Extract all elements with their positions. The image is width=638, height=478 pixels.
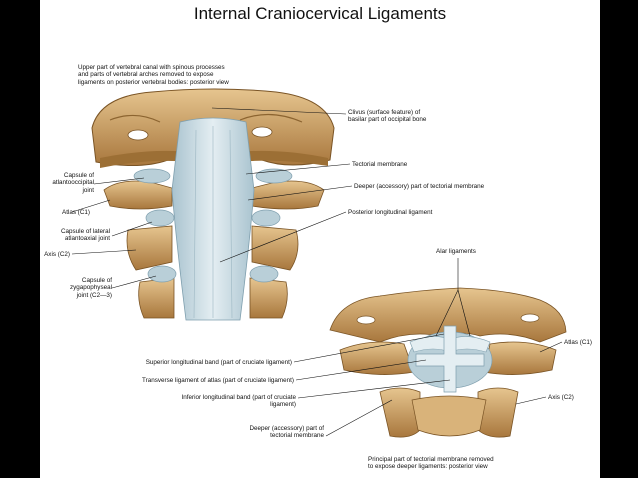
label-deeper-tectorial: Deeper (accessory) part of tectorial mem… bbox=[354, 183, 485, 190]
label-alar-ligaments: Alar ligaments bbox=[436, 248, 476, 255]
atlas-c1-bottom bbox=[339, 341, 557, 375]
label-axis-right: Axis (C2) bbox=[548, 394, 574, 401]
bottom-caption: Principal part of tectorial membrane rem… bbox=[368, 456, 494, 471]
label-atlas-left: Atlas (C1) bbox=[62, 209, 90, 216]
slide-title: Internal Craniocervical Ligaments bbox=[193, 4, 447, 23]
label-atlas-right: Atlas (C1) bbox=[564, 339, 592, 346]
label-tectorial-membrane: Tectorial membrane bbox=[352, 161, 408, 168]
label-superior-longitudinal-band: Superior longitudinal band (part of cruc… bbox=[145, 359, 292, 366]
label-capsule-zygapophyseal: Capsule of zygapophyseal joint (C2—3) bbox=[69, 277, 112, 299]
leader-lines bbox=[71, 107, 563, 437]
label-capsule-atlantooccipital: Capsule of atlantooccipital joint bbox=[52, 172, 94, 194]
slide: Internal Craniocervical Ligaments bbox=[40, 0, 600, 478]
label-posterior-longitudinal: Posterior longitudinal ligament bbox=[348, 209, 433, 216]
top-caption: Upper part of vertebral canal with spino… bbox=[78, 64, 229, 86]
atlas-c1-top bbox=[103, 180, 325, 210]
axis-c2-top bbox=[126, 225, 299, 271]
label-transverse-ligament: Transverse ligament of atlas (part of cr… bbox=[141, 377, 294, 384]
label-axis-left: Axis (C2) bbox=[44, 251, 70, 258]
label-deeper-tectorial-bottom: Deeper (accessory) part of tectorial mem… bbox=[249, 425, 324, 440]
bottom-posterior-view-illustration bbox=[329, 287, 567, 438]
top-posterior-view-illustration bbox=[91, 88, 335, 321]
anatomy-illustration bbox=[71, 88, 567, 438]
label-capsule-lateral-atlantoaxial: Capsule of lateral atlantoaxial joint bbox=[60, 228, 110, 243]
label-inferior-longitudinal-band: Inferior longitudinal band (part of cruc… bbox=[181, 394, 296, 409]
label-clivus: Clivus (surface feature) of basilar part… bbox=[348, 109, 427, 124]
c3-vertebra-top bbox=[138, 277, 288, 319]
cruciate-ligament bbox=[415, 325, 485, 393]
